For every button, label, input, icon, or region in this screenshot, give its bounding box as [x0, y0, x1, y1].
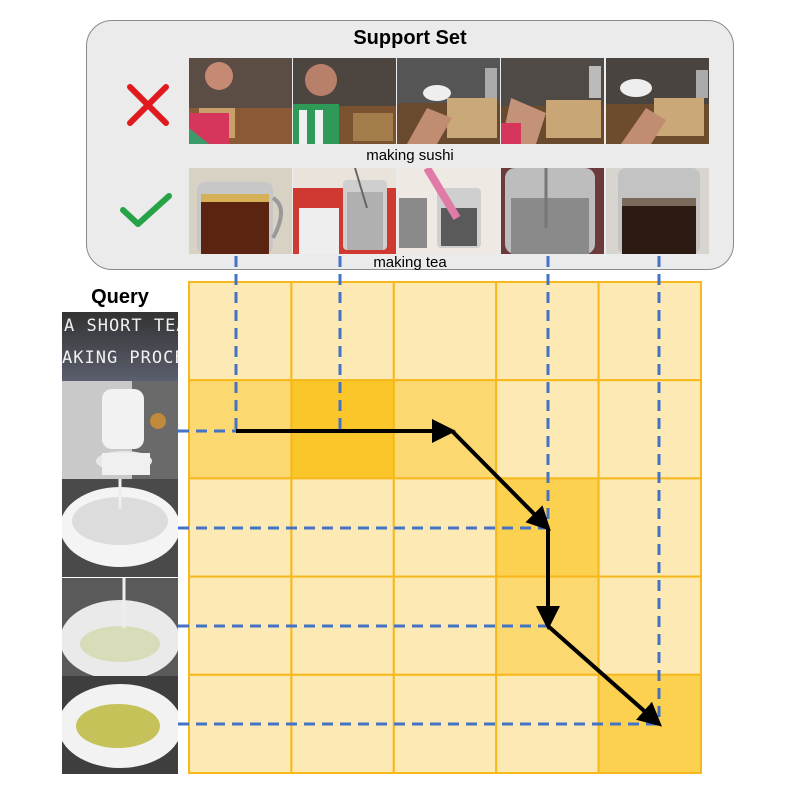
matrix-cell-r0-c0 [188, 281, 293, 382]
query-frame-1-text-line-1: A SHORT TEA [64, 316, 178, 336]
cross-icon [127, 84, 169, 126]
tea-frame-2 [293, 168, 396, 254]
sushi-caption: making sushi [366, 147, 454, 164]
matrix-cell-r3-c2 [392, 575, 498, 676]
tea-frame-4 [501, 168, 604, 254]
sushi-frame-2 [293, 58, 396, 144]
matrix-cell-r1-c4 [597, 379, 702, 480]
check-icon [120, 193, 172, 227]
sushi-frame-4 [501, 58, 604, 144]
path-arrow-4 [546, 624, 662, 727]
matrix-cell-r2-c2 [392, 477, 498, 578]
matrix-cell-r2-c4 [597, 477, 702, 578]
sushi-frame-1 [189, 58, 292, 144]
query-frame-3 [62, 479, 178, 577]
tea-frame-5 [606, 168, 709, 254]
query-title: Query [91, 286, 149, 308]
sushi-frame-3 [397, 58, 500, 144]
matrix-cell-r0-c4 [597, 281, 702, 382]
sushi-frame-5 [606, 58, 709, 144]
tea-caption: making tea [373, 254, 447, 271]
query-frame-2 [62, 381, 178, 479]
matrix-cell-r0-c1 [290, 281, 395, 382]
tea-frame-3 [397, 168, 500, 254]
tea-frame-1 [189, 168, 292, 254]
matrix-cell-r4-c2 [392, 673, 498, 774]
matrix-cell-r0-c2 [392, 281, 498, 382]
query-frame-5 [62, 676, 178, 774]
query-frame-4 [62, 578, 178, 676]
path-arrow-2 [450, 429, 551, 531]
query-frame-1-text-line-2: AKING PROCES [62, 348, 178, 368]
matrix-cell-r3-c4 [597, 575, 702, 676]
support-set-title: Support Set [353, 27, 467, 49]
